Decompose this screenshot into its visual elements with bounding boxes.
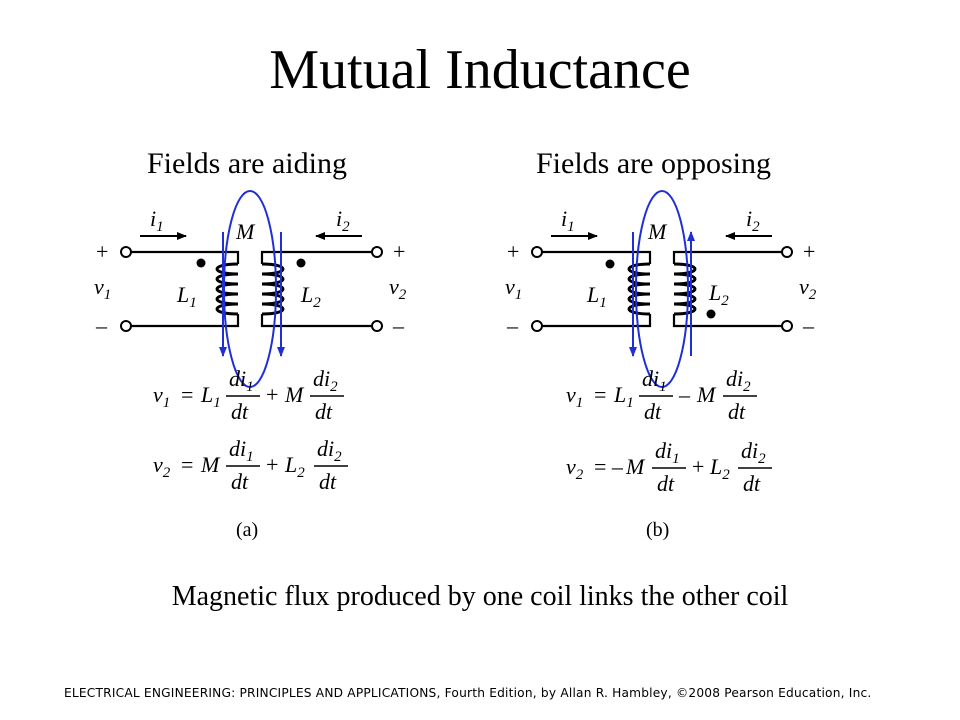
svg-text:dt: dt [315,399,333,424]
coil-b-l2 [673,262,697,316]
label-a-plus-left: + [96,239,108,264]
label-b-l2: L2 [708,280,729,309]
panel-a-circuit: i1 i2 M + + – – v1 v2 L1 L2 v1 = L1 di1 … [94,190,407,541]
panel-label-b: (b) [646,519,669,541]
equation-b1: v1 = L1 di1 dt – M di2 dt [566,366,757,424]
svg-text:L1: L1 [613,382,634,411]
footer-citation: ELECTRICAL ENGINEERING: PRINCIPLES AND A… [64,686,872,700]
svg-text:dt: dt [231,399,249,424]
label-a-l2: L2 [300,282,321,311]
wire-b-top-right [672,250,782,264]
equation-a1: v1 = L1 di1 dt + M di2 dt [153,366,344,424]
svg-text:L1: L1 [200,382,221,411]
label-a-minus-left: – [95,313,108,338]
label-b-minus-right: – [802,313,815,338]
caption: Magnetic flux produced by one coil links… [171,581,789,612]
label-b-plus-right: + [803,239,815,264]
wire-b-bottom-right [672,314,782,328]
label-a-v1: v1 [94,274,111,303]
label-b-plus-left: + [507,239,519,264]
equation-a2: v2 = M di1 dt + L2 di2 dt [153,436,348,494]
label-b-v2: v2 [799,274,817,303]
wire-b-bottom-left [542,314,652,328]
coil-a-l1 [215,262,239,316]
svg-text:dt: dt [319,469,337,494]
terminal-a2 [120,320,132,332]
coil-b-l1 [627,262,651,316]
label-a-plus-right: + [393,239,405,264]
svg-text:v2: v2 [153,452,171,481]
slide-title: Mutual Inductance [269,39,691,101]
svg-text:=: = [181,452,193,477]
label-b-l1: L1 [586,282,607,311]
wire-a-bottom-left [131,314,240,328]
svg-text:di1: di1 [642,366,667,395]
equation-b2: v2 = – M di1 dt + L2 di2 dt [566,438,772,496]
terminal-b2 [531,320,543,332]
svg-text:= –: = – [594,454,624,479]
terminal-b4 [781,320,793,332]
svg-text:=: = [181,382,193,407]
polarity-dot-a1 [196,258,206,268]
terminal-a3 [371,246,383,258]
wire-a-top-left [131,250,240,264]
svg-text:di2: di2 [741,438,766,467]
svg-text:=: = [594,382,606,407]
svg-text:di1: di1 [229,436,254,465]
flux-loop-b [635,190,689,388]
polarity-dot-b1 [605,259,615,269]
svg-text:v2: v2 [566,454,584,483]
label-b-v1: v1 [505,274,522,303]
heading-aiding: Fields are aiding [147,147,347,180]
label-b-i2: i2 [746,206,760,235]
svg-text:M: M [284,382,305,407]
terminal-a1 [120,246,132,258]
wire-b-top-left [542,250,652,264]
label-b-m: M [647,219,668,244]
terminal-b3 [781,246,793,258]
panel-label-a: (a) [236,519,258,541]
coil-a-l2 [261,262,285,316]
svg-text:di2: di2 [726,366,751,395]
svg-text:L2: L2 [709,454,730,483]
svg-text:M: M [200,452,221,477]
svg-text:di1: di1 [229,366,254,395]
svg-text:v1: v1 [566,382,583,411]
svg-text:M: M [696,382,717,407]
wire-a-top-right [260,250,372,264]
svg-text:v1: v1 [153,382,170,411]
svg-text:M: M [625,454,646,479]
heading-opposing: Fields are opposing [536,147,771,180]
svg-text:dt: dt [231,469,249,494]
svg-text:di2: di2 [313,366,338,395]
svg-text:dt: dt [728,399,746,424]
svg-text:–: – [678,382,691,407]
terminal-b1 [531,246,543,258]
panel-b-circuit: i1 i2 M + + – – v1 v2 L1 L2 v1 = L1 di1 … [505,190,817,541]
label-a-v2: v2 [389,274,407,303]
svg-text:+: + [692,454,704,479]
label-a-m: M [235,219,256,244]
svg-text:+: + [266,452,278,477]
svg-text:di1: di1 [655,438,680,467]
label-b-minus-left: – [506,313,519,338]
polarity-dot-b2 [706,309,716,319]
label-a-i1: i1 [150,206,164,235]
svg-text:di2: di2 [317,436,342,465]
label-a-i2: i2 [336,206,350,235]
wire-a-bottom-right [260,314,372,328]
label-a-l1: L1 [176,282,197,311]
svg-text:dt: dt [657,471,675,496]
svg-text:dt: dt [644,399,662,424]
polarity-dot-a2 [296,258,306,268]
label-a-minus-right: – [392,313,405,338]
terminal-a4 [371,320,383,332]
svg-text:L2: L2 [284,452,305,481]
label-b-i1: i1 [561,206,575,235]
svg-text:+: + [266,382,278,407]
svg-text:dt: dt [743,471,761,496]
